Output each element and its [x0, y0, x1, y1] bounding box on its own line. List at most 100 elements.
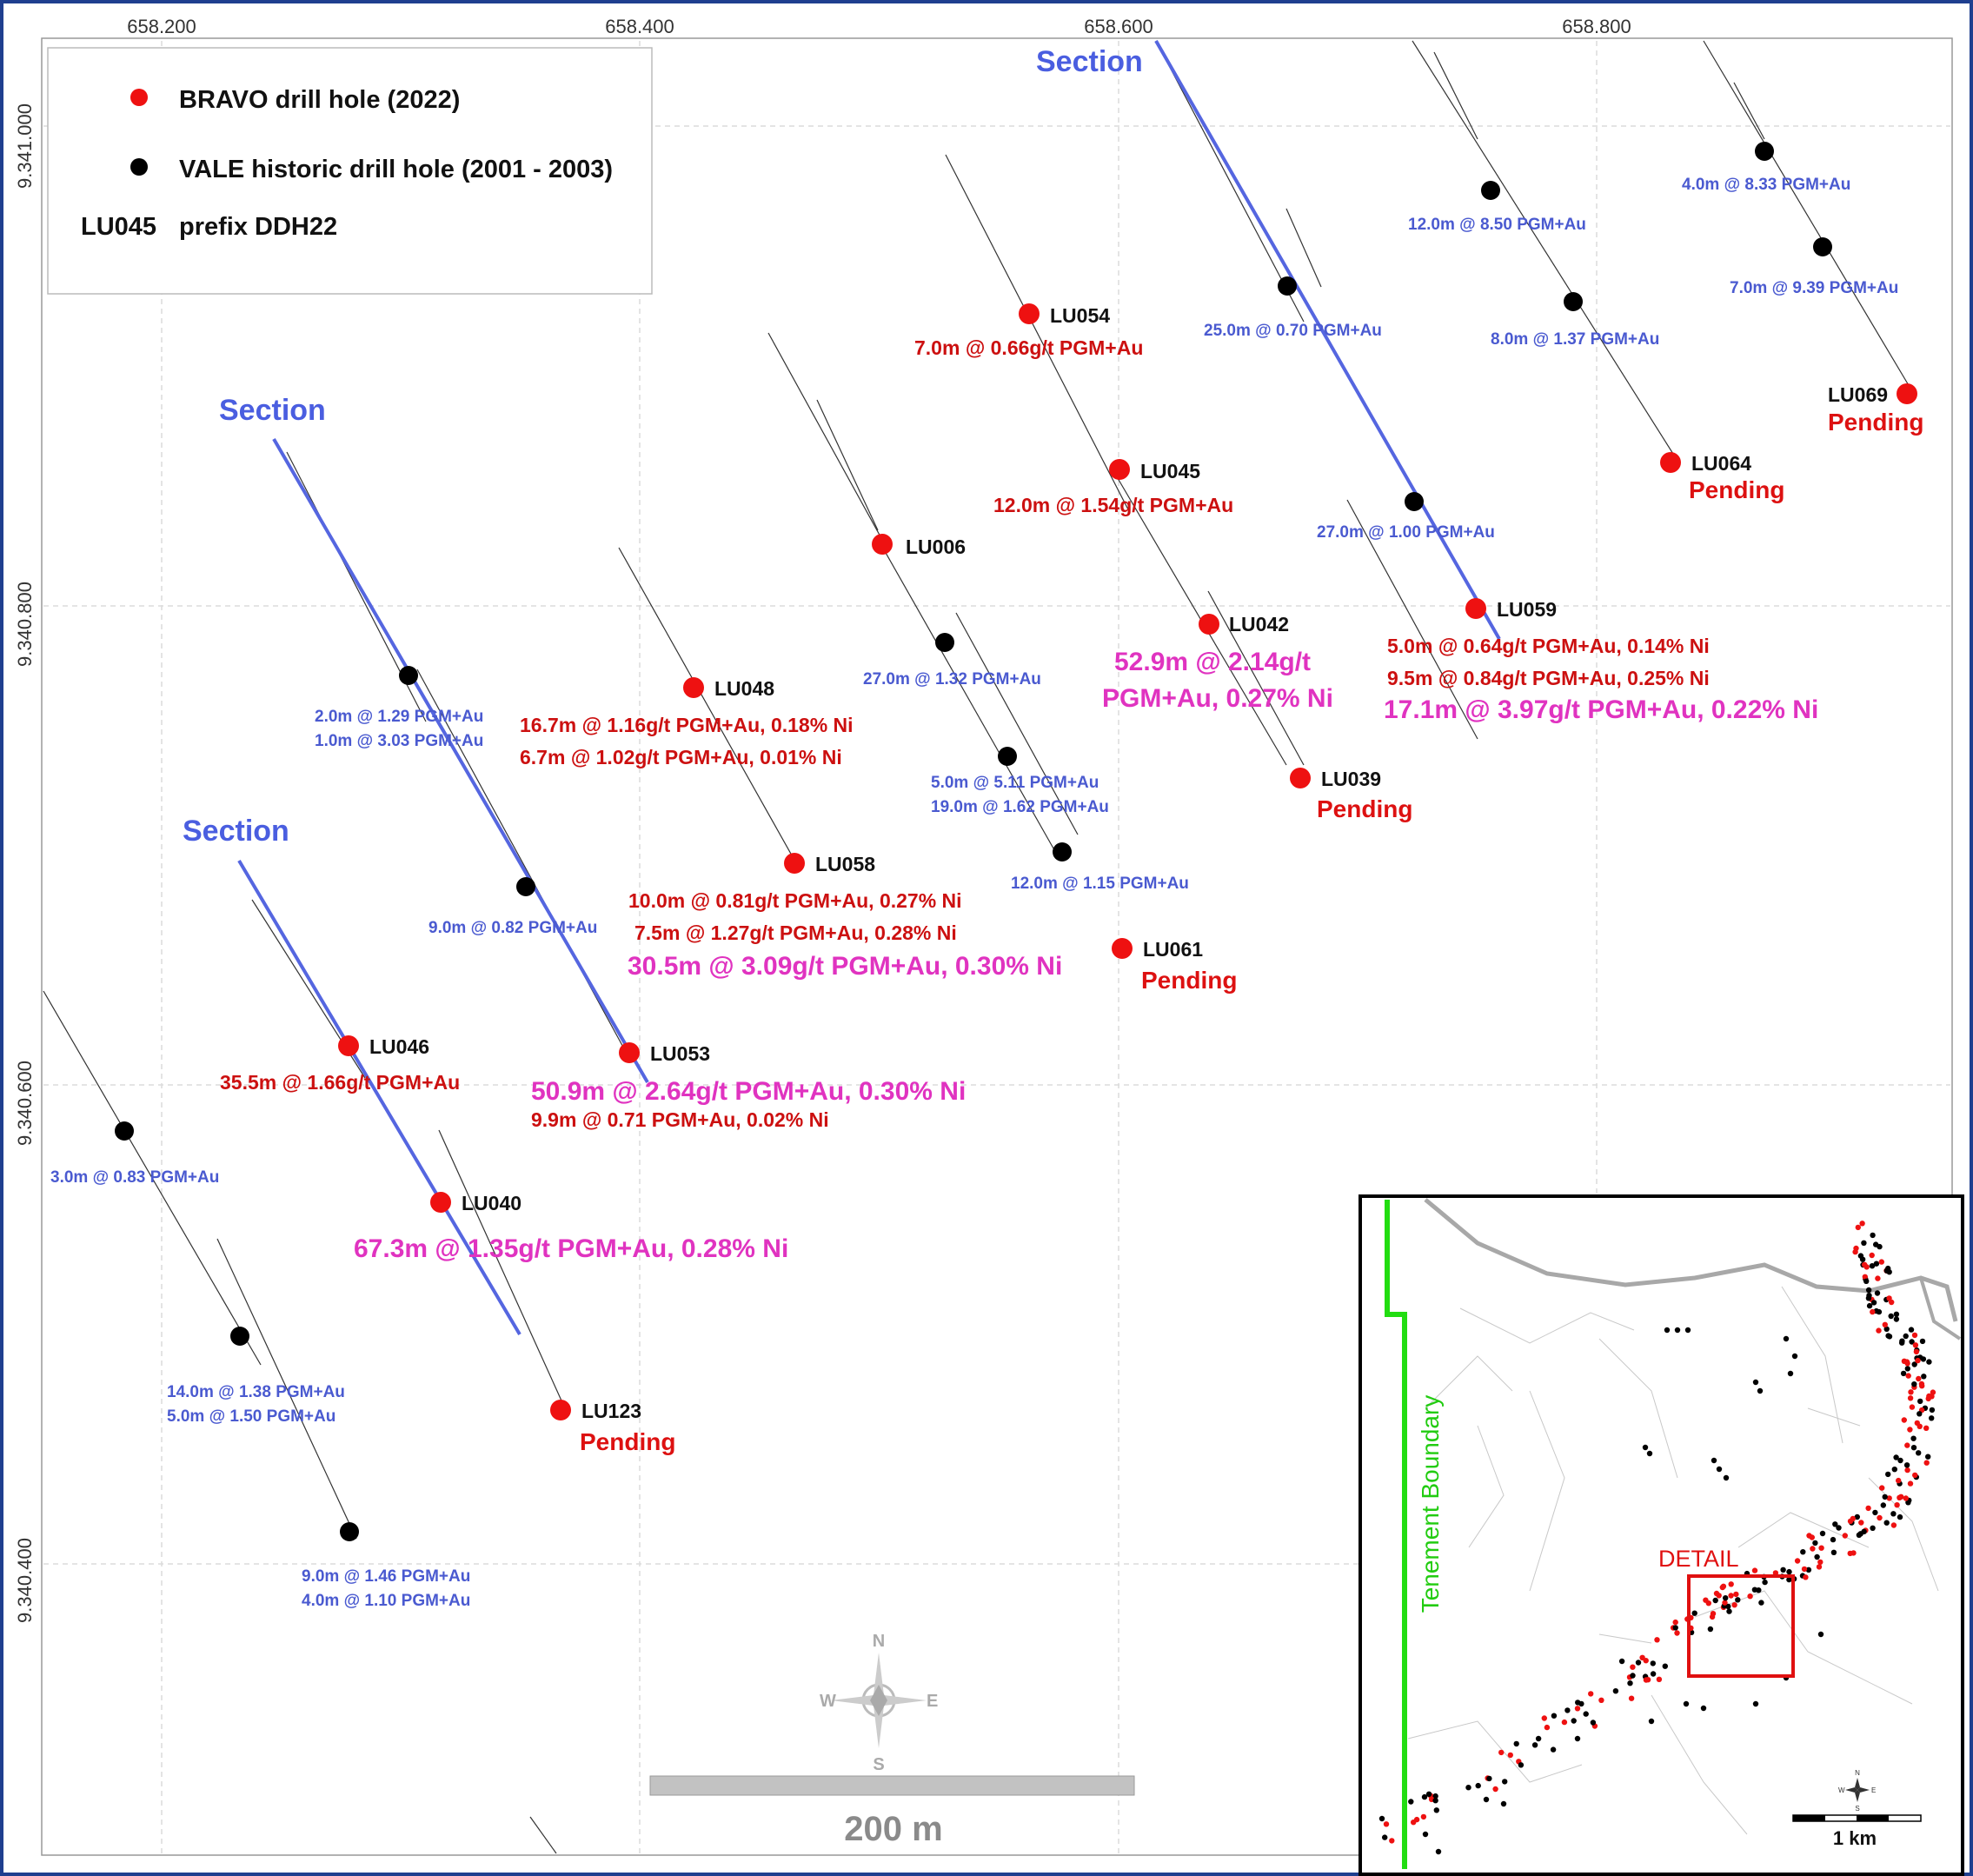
- hole-id: LU054: [1050, 304, 1110, 327]
- inset-drill-hole: [1475, 1782, 1481, 1789]
- inset-drill-hole: [1801, 1566, 1808, 1573]
- bravo-hole: LU042 52.9m @ 2.14g/t PGM+Au, 0.27% Ni: [1102, 613, 1333, 713]
- inset-drill-hole: [1920, 1356, 1927, 1362]
- bravo-hole: LU069 Pending: [1828, 383, 1923, 436]
- inset-drill-hole: [1890, 1511, 1897, 1517]
- inset-compass-n: N: [1855, 1769, 1860, 1777]
- drill-trace: [1112, 469, 1287, 766]
- inset-drill-hole: [1800, 1549, 1806, 1555]
- inset-drill-hole: [1830, 1536, 1837, 1543]
- inset-drill-hole: [1674, 1327, 1681, 1334]
- vale-hole: 9.0m @ 1.46 PGM+Au 4.0m @ 1.10 PGM+Au: [302, 1522, 470, 1610]
- vale-result: 27.0m @ 1.32 PGM+Au: [863, 670, 1041, 689]
- inset-drill-hole: [1854, 1513, 1860, 1520]
- inset-drill-hole: [1726, 1608, 1732, 1614]
- inset-drill-hole: [1630, 1664, 1636, 1670]
- hole-result: 7.5m @ 1.27g/t PGM+Au, 0.28% Ni: [634, 921, 957, 944]
- inset-drill-hole: [1817, 1631, 1824, 1638]
- inset-drill-hole: [1883, 1520, 1890, 1526]
- compass-e: E: [927, 1692, 938, 1711]
- easting-label: 658.600: [1084, 16, 1153, 37]
- inset-drill-hole: [1904, 1467, 1910, 1474]
- inset-drill-hole: [1900, 1370, 1907, 1377]
- inset-drill-hole: [1733, 1591, 1739, 1598]
- inset-drill-hole: [1747, 1593, 1753, 1600]
- inset-drill-hole: [1893, 1316, 1900, 1322]
- drill-trace: [1207, 590, 1305, 766]
- hole-result: 9.9m @ 0.71 PGM+Au, 0.02% Ni: [531, 1108, 829, 1131]
- inset-drill-hole: [1899, 1338, 1905, 1344]
- inset-drill-hole: [1612, 1688, 1619, 1694]
- inset-drill-hole: [1684, 1327, 1691, 1334]
- vale-result: 12.0m @ 8.50 PGM+Au: [1408, 216, 1586, 234]
- inset-drill-hole: [1896, 1477, 1902, 1484]
- inset-drill-hole: [1507, 1752, 1514, 1759]
- inset-drill-hole: [1921, 1374, 1927, 1380]
- vale-hole: 25.0m @ 0.70 PGM+Au: [1204, 276, 1382, 340]
- bravo-hole: LU053 50.9m @ 2.64g/t PGM+Au, 0.30% Ni 9…: [531, 1042, 966, 1131]
- inset-drill-hole: [1664, 1327, 1671, 1334]
- inset-drill-hole: [1378, 1815, 1385, 1822]
- inset-drill-hole: [1830, 1549, 1837, 1556]
- hole-id: LU059: [1497, 598, 1557, 621]
- bravo-hole: LU045 12.0m @ 1.54g/t PGM+Au: [993, 459, 1233, 516]
- inset-drill-hole: [1564, 1707, 1571, 1713]
- hole-id: LU123: [581, 1400, 641, 1422]
- inset-drill-hole: [1873, 1261, 1880, 1267]
- inset-drill-hole: [1707, 1626, 1714, 1633]
- vale-result: 7.0m @ 9.39 PGM+Au: [1730, 279, 1898, 297]
- inset-drill-hole: [1639, 1654, 1645, 1661]
- inset-drill-hole: [1465, 1785, 1471, 1791]
- drill-trace: [1285, 208, 1322, 288]
- inset-drill-hole: [1913, 1348, 1920, 1355]
- inset-drill-hole: [1757, 1387, 1764, 1394]
- inset-drill-hole: [1866, 1302, 1873, 1309]
- inset-drill-hole: [1433, 1807, 1440, 1813]
- inset-drill-hole: [1722, 1600, 1728, 1606]
- inset-drill-hole: [1919, 1338, 1926, 1345]
- inset-drill-hole: [1805, 1567, 1812, 1573]
- inset-drill-hole: [1865, 1505, 1871, 1512]
- compass-s: S: [873, 1755, 884, 1774]
- inset-drill-hole: [1859, 1221, 1865, 1227]
- inset-river: [1424, 1198, 1958, 1322]
- drill-trace: [618, 547, 800, 870]
- legend-vale-dot: [130, 158, 148, 176]
- inset-drill-hole: [1643, 1677, 1650, 1683]
- inset-drill-hole: [1850, 1550, 1857, 1556]
- inset-drill-hole: [1662, 1663, 1669, 1669]
- inset-drill-hole: [1903, 1333, 1909, 1340]
- bravo-hole: LU058 10.0m @ 0.81g/t PGM+Au, 0.27% Ni 7…: [628, 853, 1062, 981]
- drill-trace: [438, 1129, 566, 1409]
- hole-result: 35.5m @ 1.66g/t PGM+Au: [220, 1071, 460, 1094]
- inset-drill-hole: [1758, 1600, 1764, 1606]
- hole-result: 50.9m @ 2.64g/t PGM+Au, 0.30% Ni: [531, 1077, 966, 1106]
- inset-drill-hole: [1882, 1493, 1888, 1500]
- inset-drill-hole: [1498, 1749, 1505, 1756]
- inset-drill-hole: [1752, 1379, 1759, 1386]
- map-frame: [41, 37, 1953, 1856]
- northing-label: 9.340.400: [14, 1538, 36, 1623]
- inset-drill-hole: [1535, 1735, 1542, 1742]
- inset-drill-hole: [1880, 1502, 1886, 1508]
- inset-drill-hole: [1926, 1393, 1932, 1400]
- inset-drill-hole: [1911, 1361, 1917, 1367]
- inset-drill-hole: [1648, 1718, 1655, 1725]
- inset-drill-hole: [1672, 1625, 1678, 1631]
- drill-trace: [1733, 82, 1765, 140]
- inset-drill-hole: [1893, 1311, 1900, 1318]
- inset-drill-hole: [1642, 1444, 1649, 1451]
- hole-result: 5.0m @ 0.64g/t PGM+Au, 0.14% Ni: [1387, 635, 1710, 657]
- inset-drill-hole: [1870, 1525, 1876, 1532]
- inset-drill-hole: [1870, 1300, 1877, 1306]
- inset-drill-hole: [1590, 1720, 1597, 1726]
- inset-drill-hole: [1578, 1700, 1584, 1707]
- section-label: Section: [183, 815, 289, 848]
- easting-label: 658.400: [605, 16, 674, 37]
- vale-result: 19.0m @ 1.62 PGM+Au: [931, 798, 1109, 816]
- inset-drill-hole: [1923, 1460, 1930, 1466]
- hole-result: 12.0m @ 1.54g/t PGM+Au: [993, 494, 1233, 516]
- hole-id: LU061: [1143, 938, 1203, 961]
- inset-drill-hole: [1918, 1380, 1925, 1387]
- inset-drill-hole: [1783, 1335, 1790, 1342]
